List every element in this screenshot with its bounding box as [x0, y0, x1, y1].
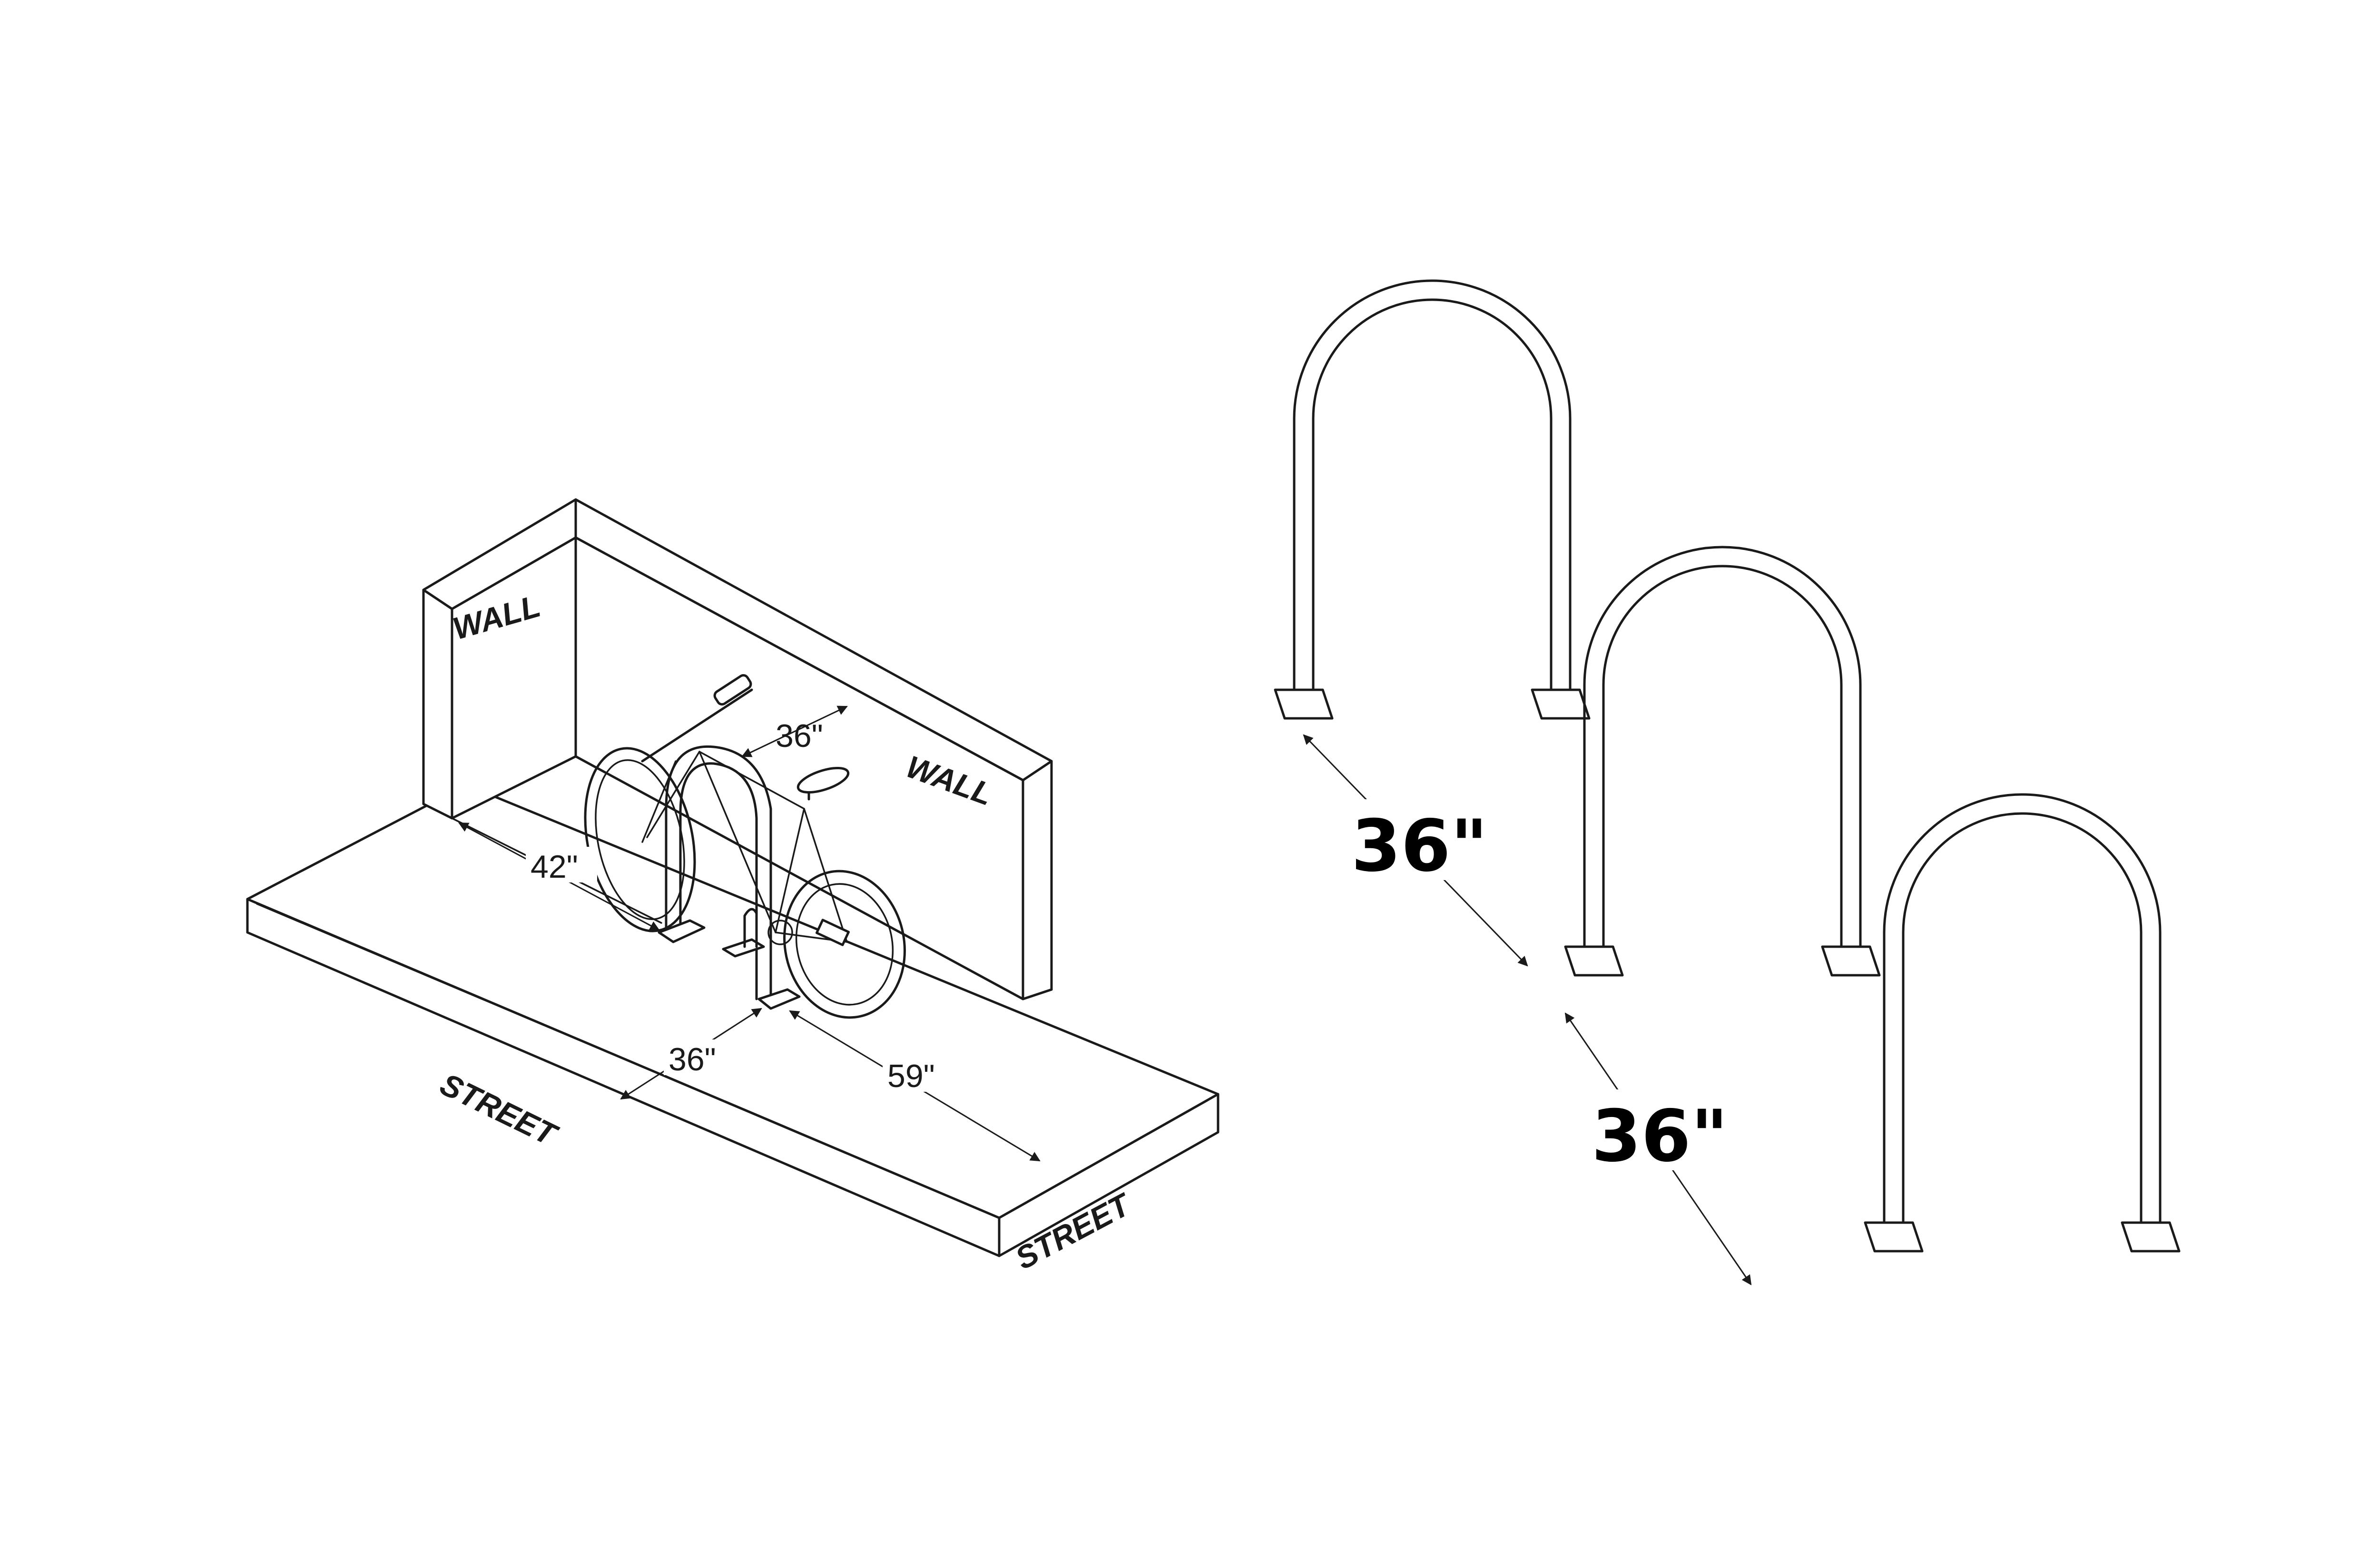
dim-wall-clearance-label: 42"	[531, 849, 578, 885]
spacing-1-label: 36"	[1351, 805, 1488, 888]
rack-post	[658, 745, 801, 1010]
dim-curb-clearance-label: 36"	[668, 1041, 716, 1078]
dim-side-clearance-label: 59"	[887, 1058, 935, 1094]
sidewalk-slab	[246, 784, 1219, 1257]
arch-rack-1	[1274, 279, 1591, 720]
arch-rack-2	[1564, 546, 1881, 977]
arch-rack-3	[1864, 793, 2181, 1253]
bicycle	[584, 674, 906, 1019]
spacing-2-label: 36"	[1592, 1095, 1728, 1178]
street-front-label: STREET	[435, 1066, 564, 1153]
isometric-parking-layout: 36" 42" 36" 59" WALL WALL STREET STREET	[246, 498, 1219, 1276]
dim-depth-label: 36"	[776, 718, 823, 754]
wall-left	[422, 498, 577, 820]
arch-rack-spacing: 36" 36"	[1274, 279, 2181, 1285]
